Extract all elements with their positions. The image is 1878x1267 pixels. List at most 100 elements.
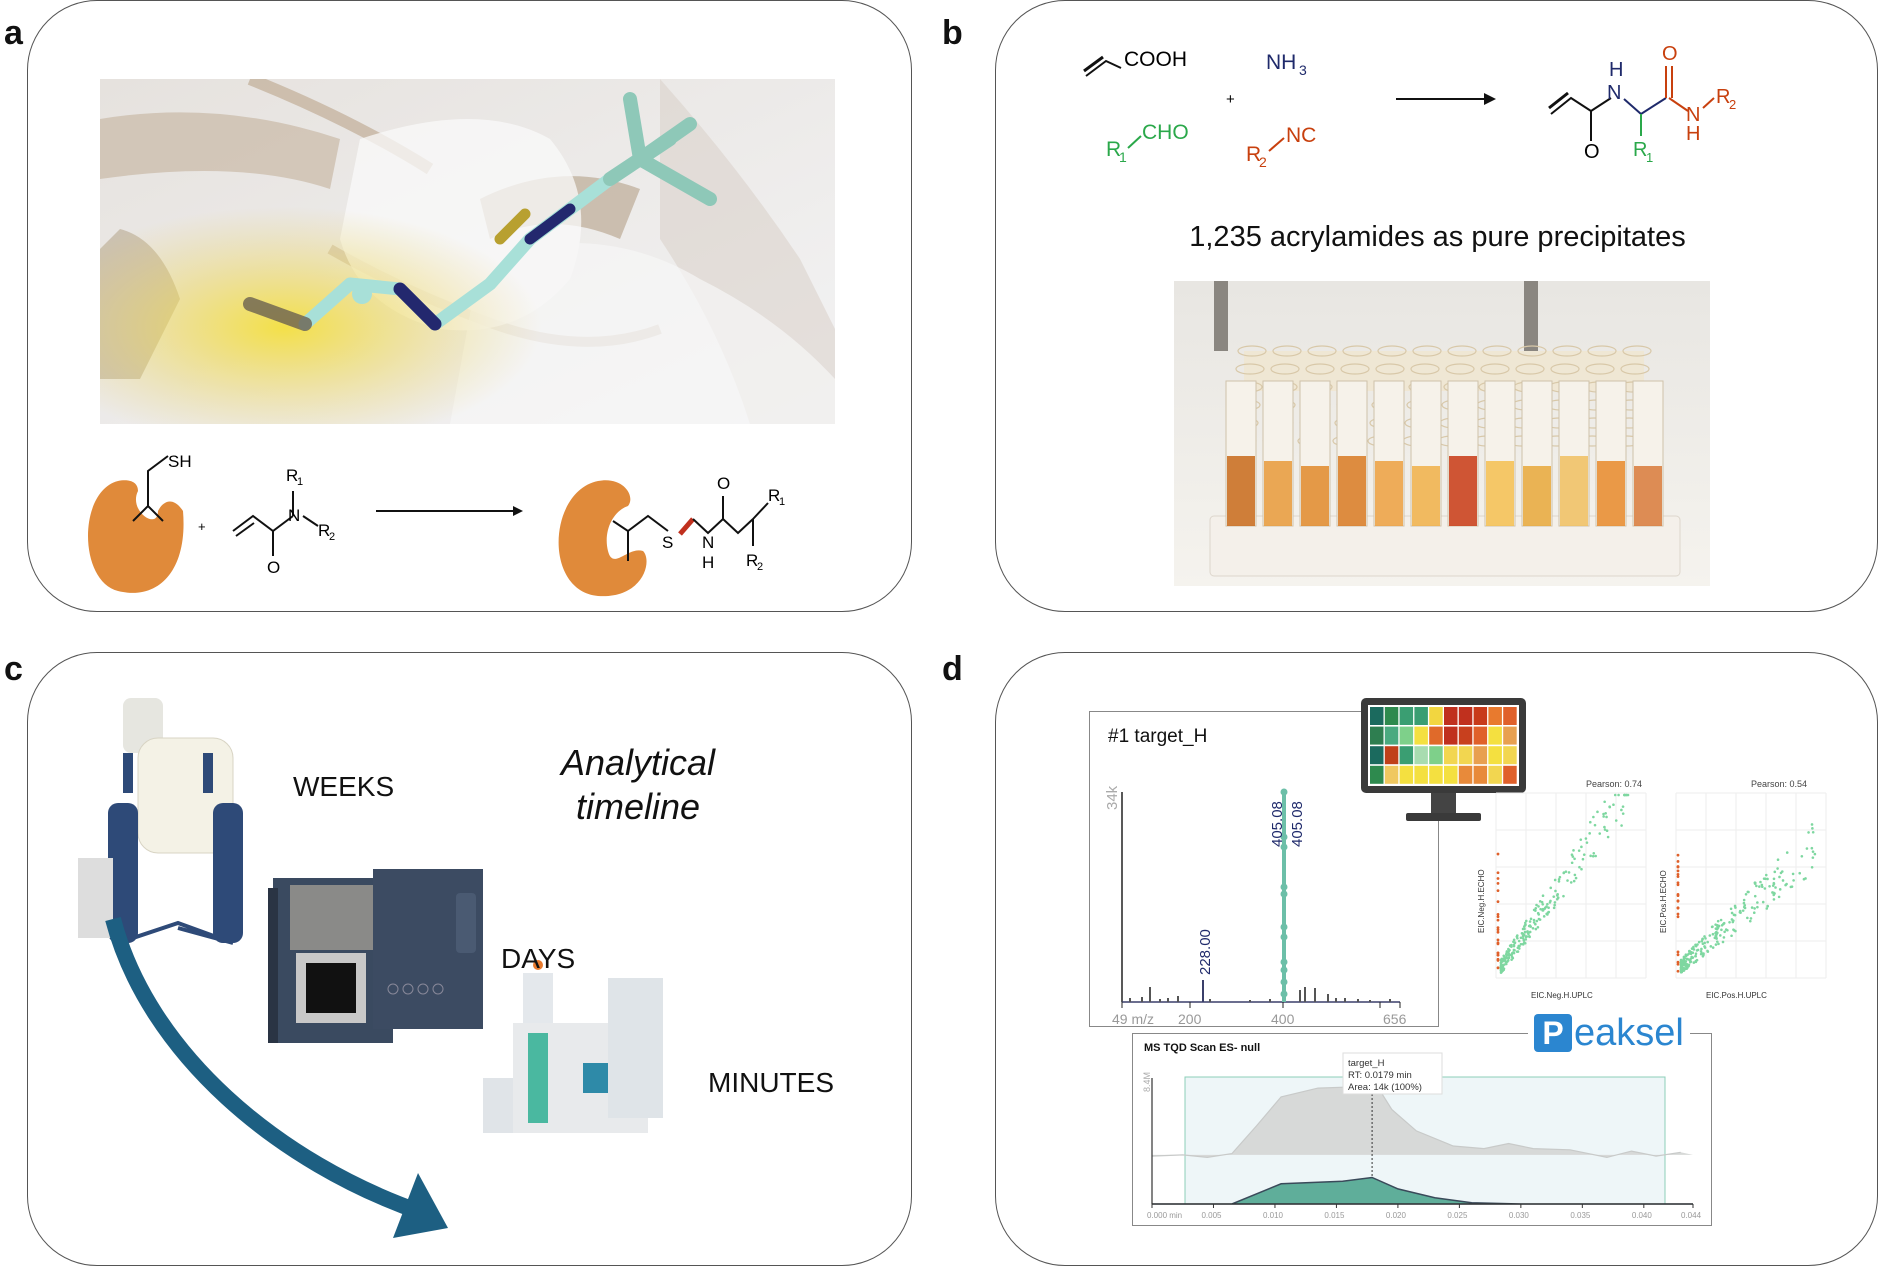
scatter-point	[1537, 917, 1541, 921]
tube-rim	[1410, 363, 1440, 375]
scatter-point	[1695, 949, 1699, 952]
scatter-point	[1524, 930, 1527, 934]
scatter-point	[1554, 889, 1557, 893]
scatter-outlier	[1676, 865, 1680, 869]
isocyanide-group: NC	[1286, 124, 1316, 147]
product-n-right: N	[1686, 104, 1700, 126]
scatter-outlier	[1496, 889, 1500, 893]
scatter-point	[1694, 954, 1697, 958]
scatter-point	[1711, 932, 1715, 936]
scatter-point	[1756, 901, 1759, 904]
scatter-point	[1603, 828, 1607, 831]
scatter-point	[1553, 901, 1557, 904]
scatter-point	[1772, 891, 1775, 895]
scatter-point	[1768, 885, 1771, 888]
tube-rim	[1377, 345, 1407, 357]
spectrum-point	[1280, 843, 1288, 851]
panel-label-d: d	[942, 650, 963, 688]
scatter-point	[1567, 871, 1571, 874]
tube-liquid	[1523, 466, 1551, 526]
timeline-step-days: DAYS	[501, 943, 576, 974]
heatmap-cell	[1429, 707, 1443, 725]
scatter-point	[1715, 937, 1718, 940]
heatmap-cell	[1473, 726, 1488, 745]
scatter-point	[1621, 812, 1625, 815]
scatter-point	[1719, 918, 1723, 922]
scatter-outlier	[1496, 915, 1500, 919]
spectrum-point	[1280, 966, 1288, 974]
scatter-point	[1774, 886, 1777, 889]
scatter-point	[1516, 937, 1519, 940]
tube-rim	[1480, 363, 1510, 375]
scatter-point	[1694, 952, 1698, 956]
scatter-point	[1523, 927, 1526, 931]
scatter-outlier	[1496, 942, 1500, 946]
heatmap-cell	[1458, 707, 1473, 725]
scatter-point	[1703, 935, 1706, 938]
scatter-point	[1773, 870, 1777, 874]
scatter-point	[1776, 867, 1779, 870]
scatter1-ylabel: EIC.Neg.H.ECHO	[1477, 869, 1486, 933]
spectrum-point	[1280, 990, 1288, 998]
heatmap-cell	[1503, 726, 1517, 745]
heatmap-cell	[1473, 707, 1488, 725]
scatter-point	[1499, 958, 1503, 962]
scatter-point	[1526, 931, 1530, 935]
mass-spectrum-plot: 34k 228.00 405.08 405.08 49 m/z 200 400 …	[1104, 785, 1407, 1027]
heatmap-cell	[1458, 746, 1473, 765]
scatter-point	[1701, 954, 1705, 958]
scatter-point	[1776, 858, 1780, 861]
scatter-point	[1763, 887, 1767, 890]
scatter-outlier	[1496, 871, 1500, 875]
spectrum-point	[1280, 978, 1288, 986]
heatmap-cell	[1384, 765, 1399, 784]
scatter-point	[1582, 853, 1586, 856]
product-o: O	[717, 474, 730, 493]
scatter-point	[1704, 937, 1707, 940]
tube-rim	[1482, 345, 1512, 357]
scatter-point	[1549, 899, 1552, 903]
scatter-outlier	[1676, 899, 1680, 903]
product-o-left: O	[1584, 141, 1600, 163]
scatter-point	[1545, 905, 1548, 908]
chromatogram-x-tick-label: 0.025	[1447, 1211, 1468, 1220]
protein-icon-product	[558, 480, 647, 597]
scatter-point	[1684, 960, 1688, 963]
scatter-point	[1596, 810, 1599, 814]
product-r2: R	[746, 551, 758, 570]
peaksel-logo-p: P	[1534, 1014, 1572, 1052]
scatter-outlier	[1676, 969, 1680, 973]
heatmap-cell	[1488, 726, 1502, 745]
scatter-point	[1755, 884, 1758, 888]
scatter-point	[1605, 815, 1608, 819]
scatter-point	[1800, 854, 1804, 858]
scatter-point	[1742, 901, 1746, 905]
scatter-point	[1532, 921, 1536, 924]
scatter-point	[1527, 935, 1531, 938]
scatter-point	[1711, 946, 1715, 949]
scatter-point	[1605, 829, 1609, 832]
reactant2-r2-sub: 2	[329, 531, 335, 543]
scatter-point	[1685, 962, 1688, 966]
tube-liquid	[1486, 461, 1514, 526]
scatter-point	[1541, 894, 1545, 897]
scatter-outlier	[1676, 893, 1680, 896]
scatter-point	[1811, 856, 1815, 859]
scatter-point	[1810, 866, 1814, 869]
scatter-point	[1523, 941, 1527, 945]
scatter-point	[1591, 854, 1595, 858]
panel-d: #1 target_H 34k 228.00 405.08 405.08 49 …	[995, 652, 1878, 1266]
scatter-point	[1685, 957, 1689, 961]
scatter-point	[1756, 905, 1759, 909]
scatter-outlier	[1676, 962, 1680, 966]
scatter-point	[1778, 888, 1782, 891]
scatter-point	[1811, 830, 1815, 834]
scatter-outlier	[1496, 953, 1500, 957]
product-n-top: N	[1607, 82, 1621, 104]
heatmap-cell	[1384, 746, 1399, 765]
scatter-point	[1536, 911, 1540, 915]
scatter-point	[1719, 934, 1722, 937]
peak-label-405a: 405.08	[1269, 801, 1286, 847]
scatter-point	[1742, 898, 1746, 902]
